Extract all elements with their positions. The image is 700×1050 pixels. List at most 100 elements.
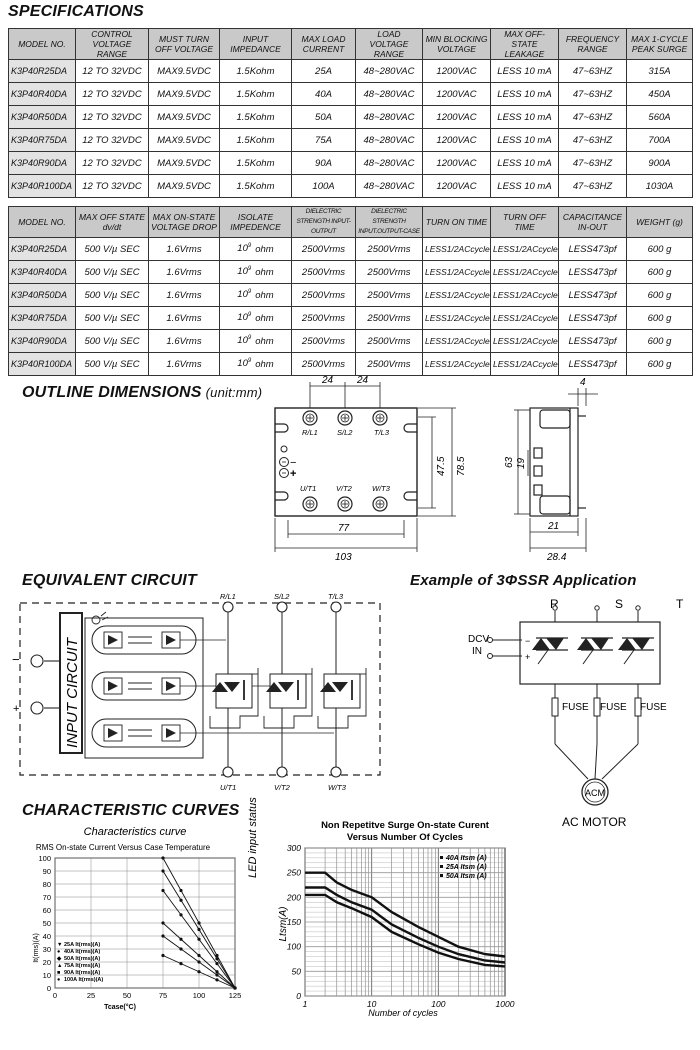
table-cell: 450A [626, 82, 693, 106]
isolation-unit: ohm [255, 335, 274, 347]
table-cell: 47~63HZ [558, 105, 627, 129]
table-cell: 600 g [626, 260, 693, 284]
column-header: MUST TURN OFF VOLTAGE [148, 28, 220, 60]
table-cell: 2500Vrms [291, 283, 356, 307]
table-cell: 12 TO 32VDC [75, 59, 149, 83]
table-cell: 2500Vrms [355, 260, 423, 284]
table-cell: 500 V/µ SEC [75, 237, 149, 261]
model-cell: K3P40R90DA [8, 329, 76, 353]
table-cell: 2500Vrms [355, 237, 423, 261]
table-cell: LESS1/2ACcycle [490, 306, 559, 330]
dim-21: 21 [547, 521, 559, 532]
data-point [215, 957, 219, 961]
input-circuit-box [59, 612, 83, 754]
y-tick-label: 90 [43, 867, 51, 876]
table-cell: LESS1/2ACcycle [422, 306, 491, 330]
data-point [197, 960, 201, 964]
table-cell: 47~63HZ [558, 174, 627, 198]
chart1-xlabel: Tcase(°C) [104, 1003, 136, 1011]
isolation-exponent: 9 [247, 266, 252, 273]
application-title: Example of 3ΦSSR Application [410, 572, 637, 589]
table-cell: 90A [291, 151, 356, 175]
model-cell: K3P40R100DA [8, 174, 76, 198]
legend-item: ◆ [56, 955, 62, 962]
column-header: LOAD VOLTAGE RANGE [355, 28, 423, 60]
optocouplers [91, 625, 334, 748]
table-cell: 1200VAC [422, 151, 491, 175]
column-header: DIELECTRIC STRENGTH INPUT.OUTPUT-CASE [355, 206, 423, 238]
table-cell: 50A [291, 105, 356, 129]
isolation-unit: ohm [255, 289, 274, 301]
table-cell: 48~280VAC [355, 128, 423, 152]
data-point [197, 921, 201, 925]
motor-label: AC MOTOR [562, 815, 627, 829]
dcv-label: DCV [468, 634, 489, 645]
table-cell: 1200VAC [422, 82, 491, 106]
table-cell: 1200VAC [422, 105, 491, 129]
chart1-ylabel: It(rms)(A) [33, 933, 40, 963]
x-tick-label: 125 [229, 991, 242, 1000]
model-cell: K3P40R40DA [8, 82, 76, 106]
table-cell: 100A [291, 174, 356, 198]
table-cell: LESS1/2ACcycle [490, 329, 559, 353]
legend-item: ■ [57, 970, 60, 976]
terminal-label: S/L2 [337, 428, 353, 437]
terminal-label: U/T1 [220, 783, 236, 792]
input-minus: − [12, 652, 20, 667]
table-cell: 12 TO 32VDC [75, 105, 149, 129]
column-header: MIN BLOCKING VOLTAGE [422, 28, 491, 60]
dim-24-b: 24 [356, 375, 369, 386]
table-cell: MAX9.5VDC [148, 59, 220, 83]
y-tick-label: 50 [292, 966, 302, 976]
y-tick-label: 70 [43, 893, 51, 902]
terminal-label: V/T2 [336, 484, 353, 493]
table-cell: MAX9.5VDC [148, 128, 220, 152]
y-tick-label: 20 [43, 958, 51, 967]
optocoupler-block [84, 617, 204, 759]
table-cell: LESS1/2ACcycle [490, 237, 559, 261]
dc-input-terminals [487, 637, 522, 659]
table-cell: 2500Vrms [291, 237, 356, 261]
table-cell: 560A [626, 105, 693, 129]
data-point [161, 869, 165, 873]
model-cell: K3P40R25DA [8, 237, 76, 261]
model-cell: K3P40R75DA [8, 306, 76, 330]
model-cell: K3P40R100DA [8, 352, 76, 376]
table-cell: 12 TO 32VDC [75, 128, 149, 152]
table-cell: 12 TO 32VDC [75, 82, 149, 106]
table-cell: 47~63HZ [558, 151, 627, 175]
table-cell: LESS473pf [558, 352, 627, 376]
column-header: CAPACITANCE IN-OUT [558, 206, 627, 238]
fuse-label: FUSE [600, 702, 627, 713]
data-point [215, 973, 219, 977]
screw-terminal [302, 496, 318, 512]
input-screw [279, 457, 289, 467]
input-plus: + [13, 703, 19, 715]
terminal-labels: R/L1 S/L2 T/L3 U/T1 V/T2 W/T3 [300, 428, 391, 493]
table-cell: 40A [291, 82, 356, 106]
table-cell: LESS 10 mA [490, 59, 559, 83]
table-cell: 1.5Kohm [219, 59, 292, 83]
data-point [215, 962, 219, 966]
motor-symbol [581, 778, 609, 806]
y-tick-label: 100 [287, 942, 301, 952]
phase-wire [551, 605, 589, 780]
y-tick-label: 250 [286, 868, 301, 878]
ssr-block [519, 621, 661, 685]
terminal-label: U/T1 [300, 484, 316, 493]
table-cell: 25A [291, 59, 356, 83]
terminal-label: V/T2 [274, 783, 291, 792]
table-cell: LESS1/2ACcycle [422, 329, 491, 353]
table-cell: 1.5Kohm [219, 128, 292, 152]
phase-wire [601, 605, 642, 780]
table-cell: 47~63HZ [558, 59, 627, 83]
table-cell: 2500Vrms [291, 260, 356, 284]
dim-77: 77 [338, 523, 350, 534]
application-diagram: R S T DCV IN − + FUSE FUSE FUSE ACM AC M… [468, 597, 684, 829]
x-tick-label: 1000 [496, 999, 515, 1009]
y-tick-label: 200 [286, 892, 301, 902]
